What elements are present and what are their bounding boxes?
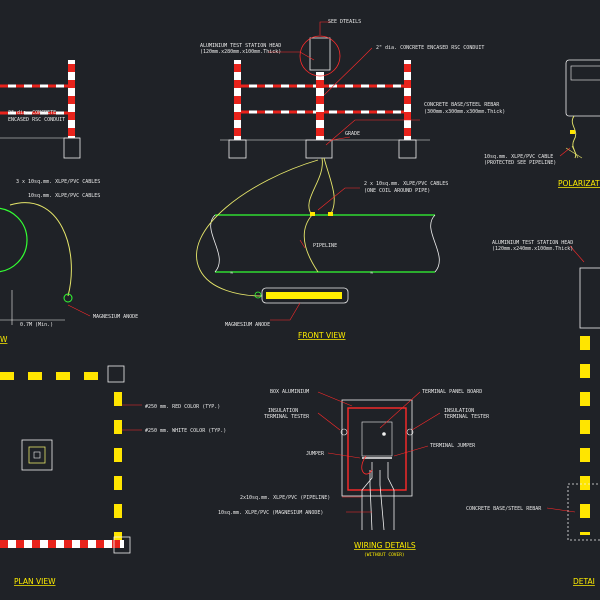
insulation-left-2: TERMINAL TESTER [264, 414, 310, 420]
pipe-cable-2 [323, 157, 335, 216]
test-station-head [309, 37, 331, 71]
detail-test-head [579, 267, 600, 329]
terminal-panel-board [361, 421, 393, 457]
plan-white-label: #250 mm. WHITE COLOR (TYP.) [145, 428, 226, 434]
front-post-left [234, 60, 241, 140]
break-mark-left: ≈ [230, 270, 233, 276]
detail-title: DETAI [573, 577, 595, 586]
detail-right: ALUMINIUM TEST STATION HEAD (120mm.x240m… [466, 240, 600, 586]
detail-callout-circle [299, 35, 341, 77]
anode-cable-label: 10sq.mm. XLPE/PVC (MAGNESIUM ANODE) [218, 510, 323, 516]
insulation-right-1: INSULATION [444, 408, 474, 414]
polarization-cable-label-1: 10sq.mm. XLPE/PVC CABLE [484, 154, 553, 160]
anode-cable-front [196, 159, 319, 297]
aluminium-box-inner [347, 407, 407, 491]
plan-red-label: #250 mm. RED COLOR (TYP.) [145, 404, 220, 410]
plan-base [21, 439, 53, 471]
detail-post [580, 330, 590, 535]
detail-head-label-2: (120mm.x240mm.x100mm.Thick) [492, 246, 573, 252]
test-head-label-1: ALUMINIUM TEST STATION HEAD [200, 43, 281, 49]
anode-bag [261, 287, 349, 304]
wire-anode [369, 470, 373, 531]
test-station-post [316, 72, 324, 140]
magnesium-anode [266, 292, 342, 299]
conduit-label-2: ENCASED RSC CONDUIT [8, 117, 65, 123]
plan-view-title: PLAN VIEW [14, 577, 56, 586]
anode-cable [9, 202, 72, 297]
pipe-cable-1 [308, 157, 323, 216]
front-view-title: FRONT VIEW [298, 331, 346, 340]
polarization-box [565, 59, 600, 117]
concrete-base [305, 139, 333, 159]
pipe-section [0, 207, 28, 273]
conduit-label-front: 2" dia. CONCRETE ENCASED RSC CONDUIT [376, 45, 484, 51]
wiring-subtitle: (WITHOUT COVER) [364, 552, 405, 558]
cable-label-3x10: 3 x 10sq.mm. XLPE/PVC CABLES [16, 179, 100, 185]
detail-concrete [567, 483, 600, 541]
anode-terminal [63, 293, 73, 303]
left-elevation: 2" dia. CONCRETE ENCASED RSC CONDUIT [0, 60, 81, 159]
grade-label: GRADE [345, 131, 360, 137]
left-plan-view: 3 x 10sq.mm. XLPE/PVC CABLES 10sq.mm. XL… [0, 179, 138, 344]
cables-label-1: 2 x 10sq.mm. XLPE/PVC CABLES [364, 181, 448, 187]
pipeline-cable-label: 2x10sq.mm. XLPE/PVC (PIPELINE) [240, 495, 330, 501]
plan-rail-right [114, 378, 122, 540]
break-mark-right: ≈ [370, 270, 373, 276]
detail-head-label-1: ALUMINIUM TEST STATION HEAD [492, 240, 573, 246]
polarization-detail: 10sq.mm. XLPE/PVC CABLE (PROTECTED SEE P… [484, 59, 600, 188]
plan-view: #250 mm. RED COLOR (TYP.) #250 mm. WHITE… [0, 365, 226, 586]
plan-rail-top [0, 372, 112, 380]
anode-label-front: MAGNESIUM ANODE [225, 322, 270, 328]
insulation-right-2: TERMINAL TESTER [444, 414, 490, 420]
concrete-label-1: CONCRETE BASE/STEEL REBAR [424, 102, 500, 108]
concrete-label-2: (300mm.x300mm.x300mm.Thick) [424, 109, 505, 115]
left-view-title: W [0, 335, 8, 344]
polarization-cable [571, 115, 577, 159]
test-head-label-2: (120mm.x280mm.x100mm.Thick) [200, 49, 281, 55]
insulation-left-1: INSULATION [268, 408, 298, 414]
terminal-right [406, 428, 414, 436]
pipeline-label: PIPELINE [313, 243, 337, 249]
box-label: BOX ALUMINIUM [270, 389, 309, 395]
post-footing [63, 137, 81, 159]
polarization-cable-label-2: (PROTECTED SEE PIPELINE) [484, 160, 556, 166]
barrier-post [68, 60, 75, 138]
anode-label-left: MAGNESIUM ANODE [93, 314, 138, 320]
conduit-label-1: 2" dia. CONCRETE [8, 110, 56, 116]
cables-label-2: (ONE COIL AROUND PIPE) [364, 188, 430, 194]
terminal-jumper-label: TERMINAL JUMPER [430, 443, 476, 449]
front-post-right [404, 60, 411, 140]
cable-label-10: 10sq.mm. XLPE/PVC CABLES [28, 193, 100, 199]
dimension-text: 0.7M (Min.) [20, 322, 53, 328]
wiring-details: BOX ALUMINIUM INSULATION TERMINAL TESTER… [218, 389, 490, 558]
detail-concrete-label: CONCRETE BASE/STEEL REBAR [466, 506, 542, 512]
plan-rail-bottom [0, 540, 124, 548]
front-view: ≈ ≈ SEE DTEAILS ALUMINIUM TEST STATION H… [196, 19, 505, 340]
terminal-board-label: TERMINAL PANEL BOARD [422, 389, 482, 395]
see-details-label: SEE DTEAILS [328, 19, 361, 25]
terminal-left [340, 428, 348, 436]
polarization-title: POLARIZATIO [558, 179, 600, 188]
aluminium-box-outer [341, 399, 413, 497]
wiring-title: WIRING DETAILS [354, 541, 416, 550]
jumper-label: JUMPER [306, 451, 325, 457]
